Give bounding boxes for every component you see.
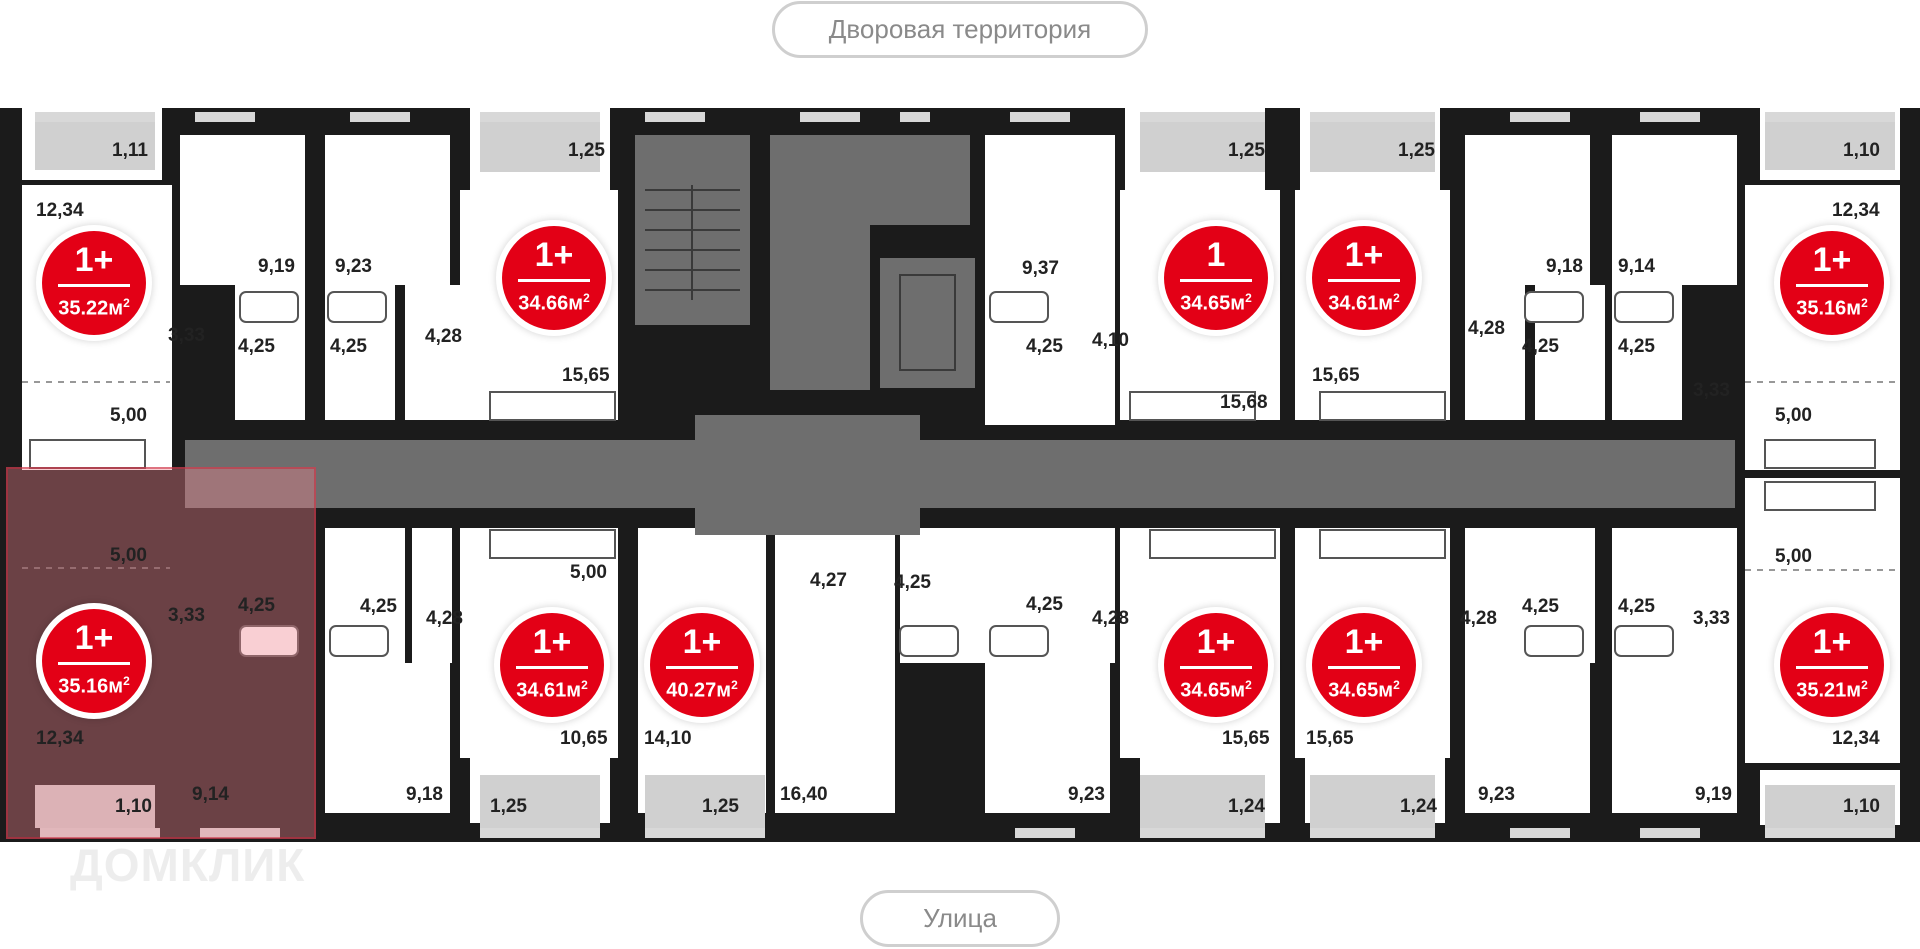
room-area: 3,33 (1693, 608, 1730, 629)
room-area: 9,18 (406, 784, 443, 805)
room-area: 4,25 (1522, 336, 1559, 357)
room-area: 5,00 (1775, 405, 1812, 426)
apartment-badge[interactable]: 1 34.65м2 (1164, 226, 1268, 330)
room-area: 4,28 (426, 608, 463, 629)
room-area: 1,25 (1398, 140, 1435, 161)
room-area: 1,25 (702, 796, 739, 817)
apartment-badge[interactable]: 1+ 35.21м2 (1780, 613, 1884, 717)
apartment-badge[interactable]: 1+ 34.61м2 (1312, 226, 1416, 330)
room-area: 3,33 (168, 605, 205, 626)
windows (35, 112, 1895, 838)
room-area: 1,10 (1843, 796, 1880, 817)
apartment-badge[interactable]: 1+ 34.66м2 (502, 226, 606, 330)
stairs (645, 185, 956, 371)
corridor (185, 440, 1735, 508)
room-area: 1,10 (1843, 140, 1880, 161)
room-area: 1,25 (568, 140, 605, 161)
room-area: 4,25 (1026, 336, 1063, 357)
room-area: 5,00 (570, 562, 607, 583)
room-area: 9,14 (192, 784, 229, 805)
room-area: 4,10 (1092, 330, 1129, 351)
room-area: 4,28 (1468, 318, 1505, 339)
partitions (22, 381, 1900, 571)
room-area: 15,68 (1220, 392, 1268, 413)
room-area: 4,25 (360, 596, 397, 617)
room-area: 5,00 (110, 405, 147, 426)
room-area: 4,25 (1618, 596, 1655, 617)
room-area: 1,11 (112, 140, 148, 161)
room-area: 1,10 (115, 796, 152, 817)
room-area: 15,65 (1306, 728, 1354, 749)
room-area: 9,23 (1068, 784, 1105, 805)
apartment-badge[interactable]: 1+ 40.27м2 (650, 613, 754, 717)
room-area: 4,27 (810, 570, 847, 591)
room-area: 1,24 (1400, 796, 1437, 817)
room-area: 15,65 (1222, 728, 1270, 749)
room-area: 9,23 (1478, 784, 1515, 805)
apartment-badge[interactable]: 1+ 34.61м2 (500, 613, 604, 717)
room-area: 4,28 (1092, 608, 1129, 629)
room-area: 4,25 (894, 572, 931, 593)
room-area: 1,24 (1228, 796, 1265, 817)
apartment-badge[interactable]: 1+ 35.22м2 (42, 231, 146, 335)
apartment-badge[interactable]: 1+ 34.65м2 (1312, 613, 1416, 717)
room-area: 12,34 (36, 728, 84, 749)
room-area: 5,00 (110, 545, 147, 566)
room-area: 15,65 (562, 365, 610, 386)
courtyard-label: Дворовая территория (772, 1, 1148, 58)
apartment-badge[interactable]: 1+ 34.65м2 (1164, 613, 1268, 717)
room-area: 14,10 (644, 728, 692, 749)
room-area: 9,23 (335, 256, 372, 277)
room-area: 4,25 (238, 336, 275, 357)
bathtubs (239, 291, 1674, 657)
room-area: 4,25 (330, 336, 367, 357)
balconies (35, 122, 1895, 828)
room-area: 3,33 (1693, 380, 1730, 401)
room-area: 9,18 (1546, 256, 1583, 277)
room-area: 9,19 (258, 256, 295, 277)
room-area: 5,00 (1775, 546, 1812, 567)
room-area: 16,40 (780, 784, 828, 805)
room-area: 4,25 (1618, 336, 1655, 357)
room-area: 4,28 (1460, 608, 1497, 629)
room-area: 9,37 (1022, 258, 1059, 279)
street-label: Улица (860, 890, 1060, 947)
room-area: 4,25 (1522, 596, 1559, 617)
room-area: 12,34 (36, 200, 84, 221)
room-area: 4,25 (1026, 594, 1063, 615)
room-area: 1,25 (1228, 140, 1265, 161)
room-area: 10,65 (560, 728, 608, 749)
apartment-badge[interactable]: 1+ 35.16м2 (1780, 231, 1884, 335)
room-area: 12,34 (1832, 200, 1880, 221)
room-area: 4,28 (425, 326, 462, 347)
kitchens (29, 391, 1876, 559)
room-area: 15,65 (1312, 365, 1360, 386)
room-area: 9,14 (1618, 256, 1655, 277)
room-area: 3,33 (168, 325, 205, 346)
room-area: 12,34 (1832, 728, 1880, 749)
room-area: 4,25 (238, 595, 275, 616)
watermark-logo: ДОМКЛИК (70, 839, 306, 891)
apartment-badge[interactable]: 1+ 35.16м2 (42, 609, 146, 713)
room-area: 1,25 (490, 796, 527, 817)
room-area: 9,19 (1695, 784, 1732, 805)
